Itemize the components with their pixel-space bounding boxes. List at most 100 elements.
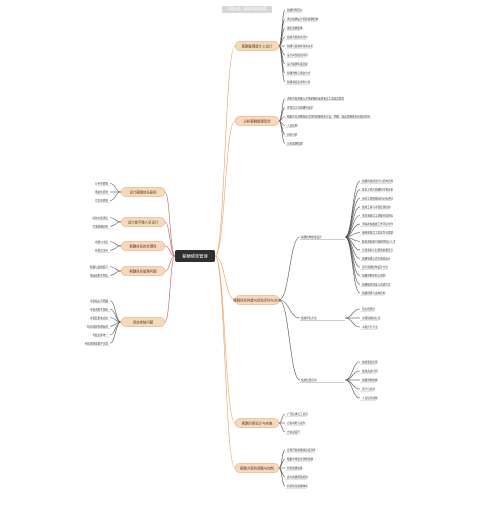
leaf-item: 关键绩效指标法 bbox=[362, 316, 381, 320]
leaf-item: 岗位分析 bbox=[287, 133, 298, 137]
right-branch-connector bbox=[214, 255, 236, 469]
leaf-item: 薪酬预算与成本控制 bbox=[362, 291, 386, 295]
right-branch-connector bbox=[214, 120, 236, 257]
left-branch-4-label: 绩效考核问题 bbox=[133, 319, 154, 324]
leaf-item: 竞争性原则 bbox=[95, 199, 108, 203]
leaf-item: 薪酬调整依据 bbox=[362, 378, 378, 382]
leaf-item: 奖金激励员工超额完成目标 bbox=[362, 214, 394, 218]
leaf-connector bbox=[344, 198, 361, 238]
leaf-item: 控制薪酬总额 bbox=[287, 466, 303, 470]
leaf-connector bbox=[109, 245, 122, 251]
leaf-item: 设计薪酬等级层级 bbox=[287, 62, 308, 66]
leaf-item: 薪酬调整机制与周期 bbox=[362, 274, 386, 278]
left-branch-2-label: 薪酬体系的合理性 bbox=[129, 243, 157, 248]
leaf-connector bbox=[344, 379, 361, 399]
leaf-connector bbox=[109, 191, 122, 201]
leaf-connector bbox=[344, 189, 361, 238]
left-branch-0-label: 设计薪酬体系原则 bbox=[129, 189, 157, 194]
right-branch-1-label: 分析薪酬管理现状 bbox=[243, 118, 271, 123]
leaf-connector bbox=[344, 206, 361, 238]
leaf-connector bbox=[109, 221, 122, 227]
leaf-item: 确定薪酬策略 bbox=[287, 26, 303, 30]
leaf-item: 岗位工资依据岗位价值评估 bbox=[362, 196, 394, 200]
leaf-connector bbox=[278, 98, 286, 122]
leaf-item: 福利保障员工基本生活需要 bbox=[362, 231, 394, 235]
leaf-item: 薪酬保密制度与沟通方式 bbox=[362, 282, 391, 286]
leaf-item: 绩效面谈反馈 bbox=[362, 360, 378, 364]
left-branch-connector bbox=[164, 255, 176, 272]
leaf-item: 薪酬管理目标 bbox=[287, 8, 303, 12]
left-branch-3-label: 薪酬体系管理问题 bbox=[129, 268, 157, 273]
central-label: 薪酬绩效管理 bbox=[182, 252, 208, 259]
leaf-connector bbox=[344, 236, 361, 276]
leaf-connector bbox=[344, 370, 361, 381]
sub-connector bbox=[278, 236, 301, 301]
left-branch-connector bbox=[164, 221, 176, 257]
left-branch-connector bbox=[164, 245, 176, 257]
left-branch-connector bbox=[164, 191, 176, 257]
leaf-item: 人员优化调整 bbox=[362, 396, 378, 400]
leaf-item: 方案审批与发布 bbox=[287, 421, 306, 425]
leaf-item: 设计岗位级别序列 bbox=[287, 53, 308, 57]
leaf-item: 绩效考核体系评价 bbox=[287, 35, 308, 39]
leaf-connector bbox=[344, 379, 361, 390]
leaf-item: 考核结果未应用 bbox=[90, 316, 109, 320]
watermark: 喜欢点赞，转载请标明来源 bbox=[222, 6, 272, 13]
leaf-item: 人员结构 bbox=[287, 124, 298, 128]
leaf-item: 平衡计分卡法 bbox=[362, 325, 378, 329]
right-branch-connector bbox=[214, 45, 236, 257]
sub-branch-label: 绩效结果应用 bbox=[301, 378, 317, 382]
leaf-item: 股权激励吸引和留住核心人才 bbox=[362, 239, 396, 243]
leaf-item: 薪酬等级与晋升通道设计 bbox=[362, 257, 391, 261]
sub-connector bbox=[278, 299, 301, 319]
leaf-item: 广泛征求员工意见 bbox=[287, 412, 308, 416]
leaf-item: 外部竞争性 bbox=[95, 248, 108, 252]
right-branch-4-label: 薪酬方案的调整与控制 bbox=[240, 465, 275, 470]
right-branch-2-label: 薪酬体系构建与绩效评估与方法 bbox=[233, 297, 281, 302]
leaf-item: 考核流程不规范 bbox=[90, 307, 109, 311]
leaf-item: 根据企业战略制定合理的薪酬体系方案，明确、保证薪酬体系的激励作用 bbox=[287, 115, 370, 119]
right-branch-connector bbox=[214, 255, 236, 424]
leaf-item: 晋升与培训 bbox=[362, 387, 375, 391]
leaf-connector bbox=[344, 361, 361, 381]
leaf-connector bbox=[344, 180, 361, 238]
left-branch-1-label: 设计者不懂人员设计 bbox=[128, 219, 159, 224]
leaf-connector bbox=[278, 422, 286, 433]
leaf-connector bbox=[278, 120, 286, 144]
leaf-connector bbox=[278, 449, 286, 469]
leaf-item: 公平性原则 bbox=[95, 182, 108, 186]
leaf-connector bbox=[278, 467, 286, 487]
leaf-item: 目标管理法 bbox=[362, 307, 375, 311]
leaf-connector bbox=[278, 45, 286, 83]
leaf-connector bbox=[344, 308, 361, 319]
leaf-item: 基本工资占薪酬的主要比重 bbox=[362, 188, 394, 192]
leaf-item: 绩效工资与考核结果挂钩 bbox=[362, 205, 391, 209]
leaf-item: 激励效果不明显 bbox=[90, 273, 109, 277]
leaf-item: 调查内部薪酬与市场薪酬的差距和员工满意度情况 bbox=[287, 97, 344, 101]
leaf-item: 薪酬与绩效挂钩的关系 bbox=[287, 44, 313, 48]
leaf-connector bbox=[109, 300, 122, 323]
leaf-item: 建立薪酬预警机制 bbox=[287, 475, 308, 479]
leaf-connector bbox=[278, 413, 286, 424]
leaf-connector bbox=[109, 217, 122, 223]
leaf-item: 岗位价值评估 bbox=[92, 216, 108, 220]
leaf-item: 查找员工对薪酬的意见 bbox=[287, 106, 313, 110]
leaf-item: 方案试运行 bbox=[287, 430, 300, 434]
leaf-connector bbox=[344, 236, 361, 268]
leaf-item: 考核指标不明确 bbox=[90, 299, 109, 303]
leaf-item: 通过薪酬设计搭建薪酬结构 bbox=[287, 17, 319, 21]
leaf-item: 激励性原则 bbox=[95, 190, 108, 194]
sub-branch-label: 薪酬结构组成设计 bbox=[301, 235, 322, 239]
sub-branch-label: 绩效评估方法 bbox=[301, 316, 317, 320]
leaf-connector bbox=[344, 236, 361, 294]
leaf-connector bbox=[109, 183, 122, 193]
leaf-item: 市场薪酬调查 bbox=[92, 224, 108, 228]
leaf-item: 长期激励与短期激励相结合 bbox=[362, 248, 394, 252]
leaf-item: 根据市场变化调整薪酬 bbox=[287, 457, 313, 461]
sub-connector bbox=[278, 299, 301, 381]
leaf-connector bbox=[344, 236, 361, 285]
leaf-item: 薪酬满意度调查分析 bbox=[287, 80, 311, 84]
leaf-item: 薪酬调整与激励方式 bbox=[287, 71, 311, 75]
leaf-item: 津贴补贴根据工作环境条件 bbox=[362, 222, 394, 226]
